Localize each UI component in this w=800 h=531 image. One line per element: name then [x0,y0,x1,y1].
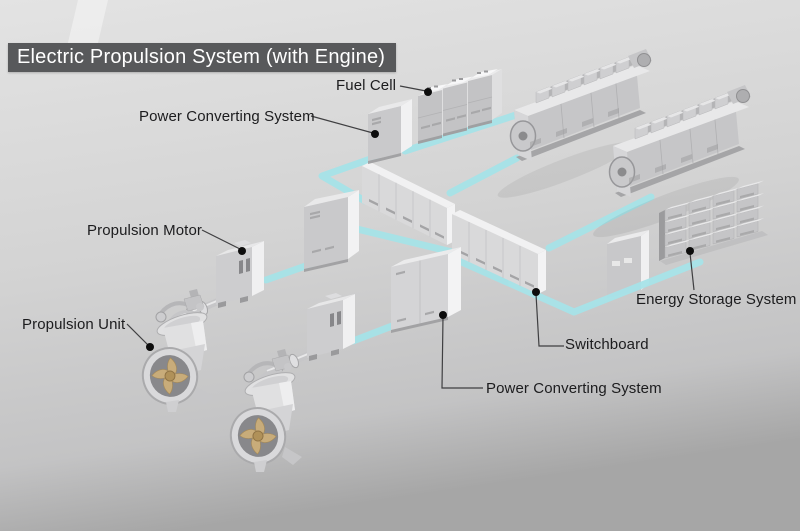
label-energy-storage: Energy Storage System [636,291,797,308]
dot-switchboard [532,288,540,296]
bus-converter-switchboard [353,225,460,257]
label-propulsion-unit: Propulsion Unit [22,316,126,333]
dot-pcs-top [371,130,379,138]
leader-lines [126,85,695,389]
leader-propulsion-unit [126,323,149,346]
bus-engine2 [545,193,655,252]
power-converting-system-2 [391,247,461,333]
dot-fuel-cell [424,88,432,96]
label-switchboard: Switchboard [565,336,649,353]
leader-energy-storage [689,252,695,291]
label-propulsion-motor: Propulsion Motor [87,222,202,239]
label-power-converting-top: Power Converting System [139,108,315,125]
dot-propulsion-motor [238,247,246,255]
energy-storage-rack [659,180,768,265]
leader-pcs-bottom [441,316,483,389]
power-converting-system-1 [368,99,412,164]
switchboard-panel-a [362,162,455,245]
leader-switchboard [535,293,564,347]
floor-shadows [497,142,739,238]
leader-propulsion-motor [201,229,241,250]
title-banner: Electric Propulsion System (with Engine) [8,43,397,72]
leader-pcs-top [310,115,374,134]
leader-fuel-cell [399,85,427,92]
connector-dots [146,88,694,351]
dot-propulsion-unit [146,343,154,351]
switchboard-panel-b [452,210,546,294]
bus-fuelcell [401,111,520,155]
dot-energy-storage [686,247,694,255]
converter-cabinet [304,190,359,272]
bus-engine1 [446,154,521,197]
auxiliary-cabinet [607,230,649,298]
label-power-converting-bottom: Power Converting System [486,380,662,397]
label-fuel-cell: Fuel Cell [336,77,397,94]
bus-storage [451,255,704,316]
dot-pcs-bottom [439,311,447,319]
